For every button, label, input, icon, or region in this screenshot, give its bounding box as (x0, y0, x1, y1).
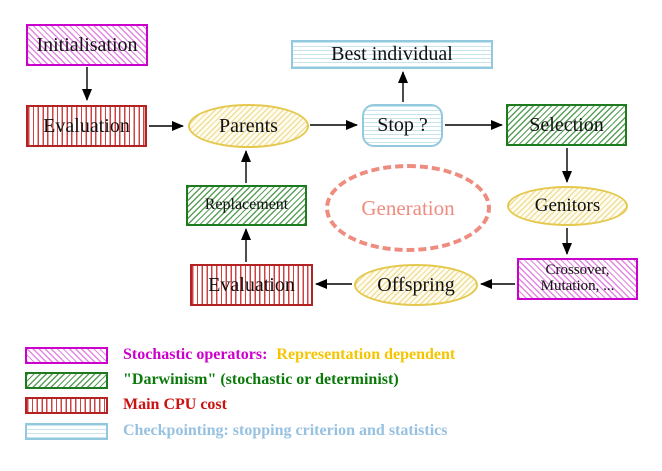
legend-label-checkpointing: Checkpointing: stopping criterion and st… (123, 422, 448, 439)
magenta-diagonal-hatch-swatch-icon (25, 346, 108, 364)
node-selection: Selection (506, 104, 627, 146)
node-crossover-mutation: Crossover, Mutation, ... (517, 258, 638, 300)
node-offspring: Offspring (354, 264, 478, 306)
legend-row-stochastic-operators: Stochastic operators: Representation dep… (25, 346, 455, 364)
node-parents: Parents (188, 104, 309, 148)
crossover-line1: Crossover, (545, 262, 610, 279)
node-evaluation-bottom: Evaluation (190, 264, 313, 306)
cyan-horizontal-lines-swatch-icon (25, 422, 108, 440)
red-vertical-lines-swatch-icon (25, 396, 108, 414)
crossover-line2: Mutation, ... (540, 278, 615, 294)
node-best-individual: Best individual (291, 40, 493, 69)
legend-row-checkpointing: Checkpointing: stopping criterion and st… (25, 422, 447, 440)
node-initialisation: Initialisation (26, 24, 148, 66)
node-generation: Generation (325, 164, 491, 252)
legend-row-darwinism: "Darwinism" (stochastic or determinist) (25, 371, 399, 389)
node-replacement: Replacement (186, 185, 307, 226)
node-evaluation-top: Evaluation (26, 105, 147, 147)
node-genitors: Genitors (507, 186, 628, 226)
legend-label-stochastic-operators: Stochastic operators: (123, 346, 268, 363)
legend-row-main-cpu-cost: Main CPU cost (25, 396, 227, 414)
legend-label-darwinism: "Darwinism" (stochastic or determinist) (123, 371, 399, 388)
legend-label-representation-dependent: Representation dependent (276, 346, 456, 363)
node-stop: Stop ? (362, 104, 443, 147)
green-diagonal-hatch-swatch-icon (25, 371, 108, 389)
legend-label-main-cpu-cost: Main CPU cost (123, 396, 227, 413)
